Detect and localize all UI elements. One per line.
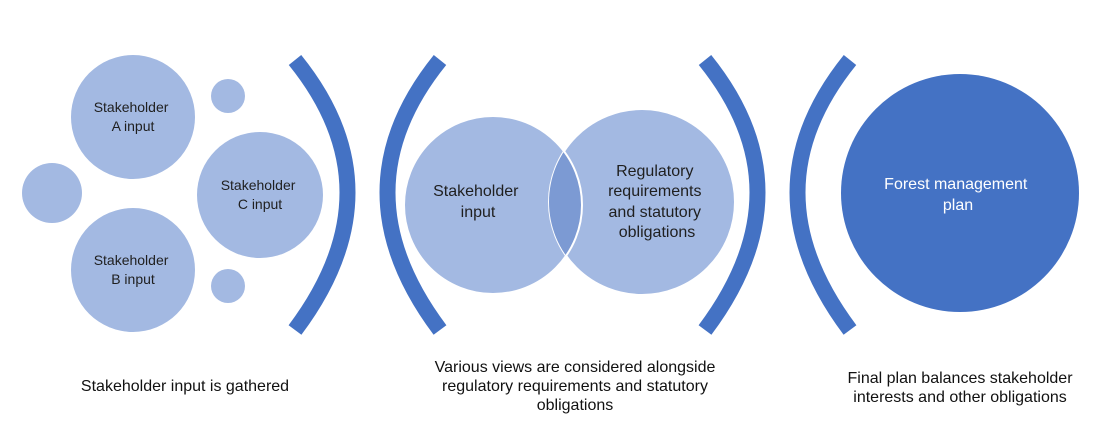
stage-2-group: Stakeholder input Regulatory requirement… [403,108,736,296]
bracket-open-3 [789,54,857,335]
stage-3-caption-line-1: Final plan balances stakeholder [847,370,1073,387]
stage-2-caption: Various views are considered alongside r… [405,358,745,415]
stakeholder-input-label: Stakeholder input [433,183,523,221]
small-circle-bottom [211,269,245,303]
stage-2-caption-line-1: Various views are considered alongside [434,359,716,376]
bracket-close-2 [698,54,766,335]
stakeholder-c-label: Stakeholder C input [221,177,300,212]
stakeholder-a-circle [71,55,195,179]
regulatory-label: Regulatory requirements and statutory ob… [608,163,706,241]
bracket-open-2 [379,54,447,335]
small-circle-top [211,79,245,113]
stage-1-group: Stakeholder A input Stakeholder C input … [22,55,323,332]
stage-3-caption-line-2: interests and other obligations [853,389,1067,406]
bracket-close-1 [288,54,356,335]
stakeholder-c-circle [197,132,323,258]
forest-management-plan-label: Forest management plan [884,176,1032,214]
stakeholder-input-circle [404,116,582,294]
stage-3-caption: Final plan balances stakeholder interest… [820,369,1100,407]
stage-3-group: Forest management plan [841,74,1079,312]
stage-2-caption-line-2: regulatory requirements and statutory [442,378,708,395]
stakeholder-a-label: Stakeholder A input [94,99,173,134]
stakeholder-b-label: Stakeholder B input [94,252,173,287]
small-circle-left [22,163,82,223]
stakeholder-input-outline [403,115,583,295]
stage-1-caption-line-1: Stakeholder input is gathered [80,378,290,395]
stakeholder-b-circle [71,208,195,332]
forest-management-plan-circle [841,74,1079,312]
stage-2-caption-line-3: obligations [536,397,614,414]
stage-1-caption: Stakeholder input is gathered [40,377,330,396]
